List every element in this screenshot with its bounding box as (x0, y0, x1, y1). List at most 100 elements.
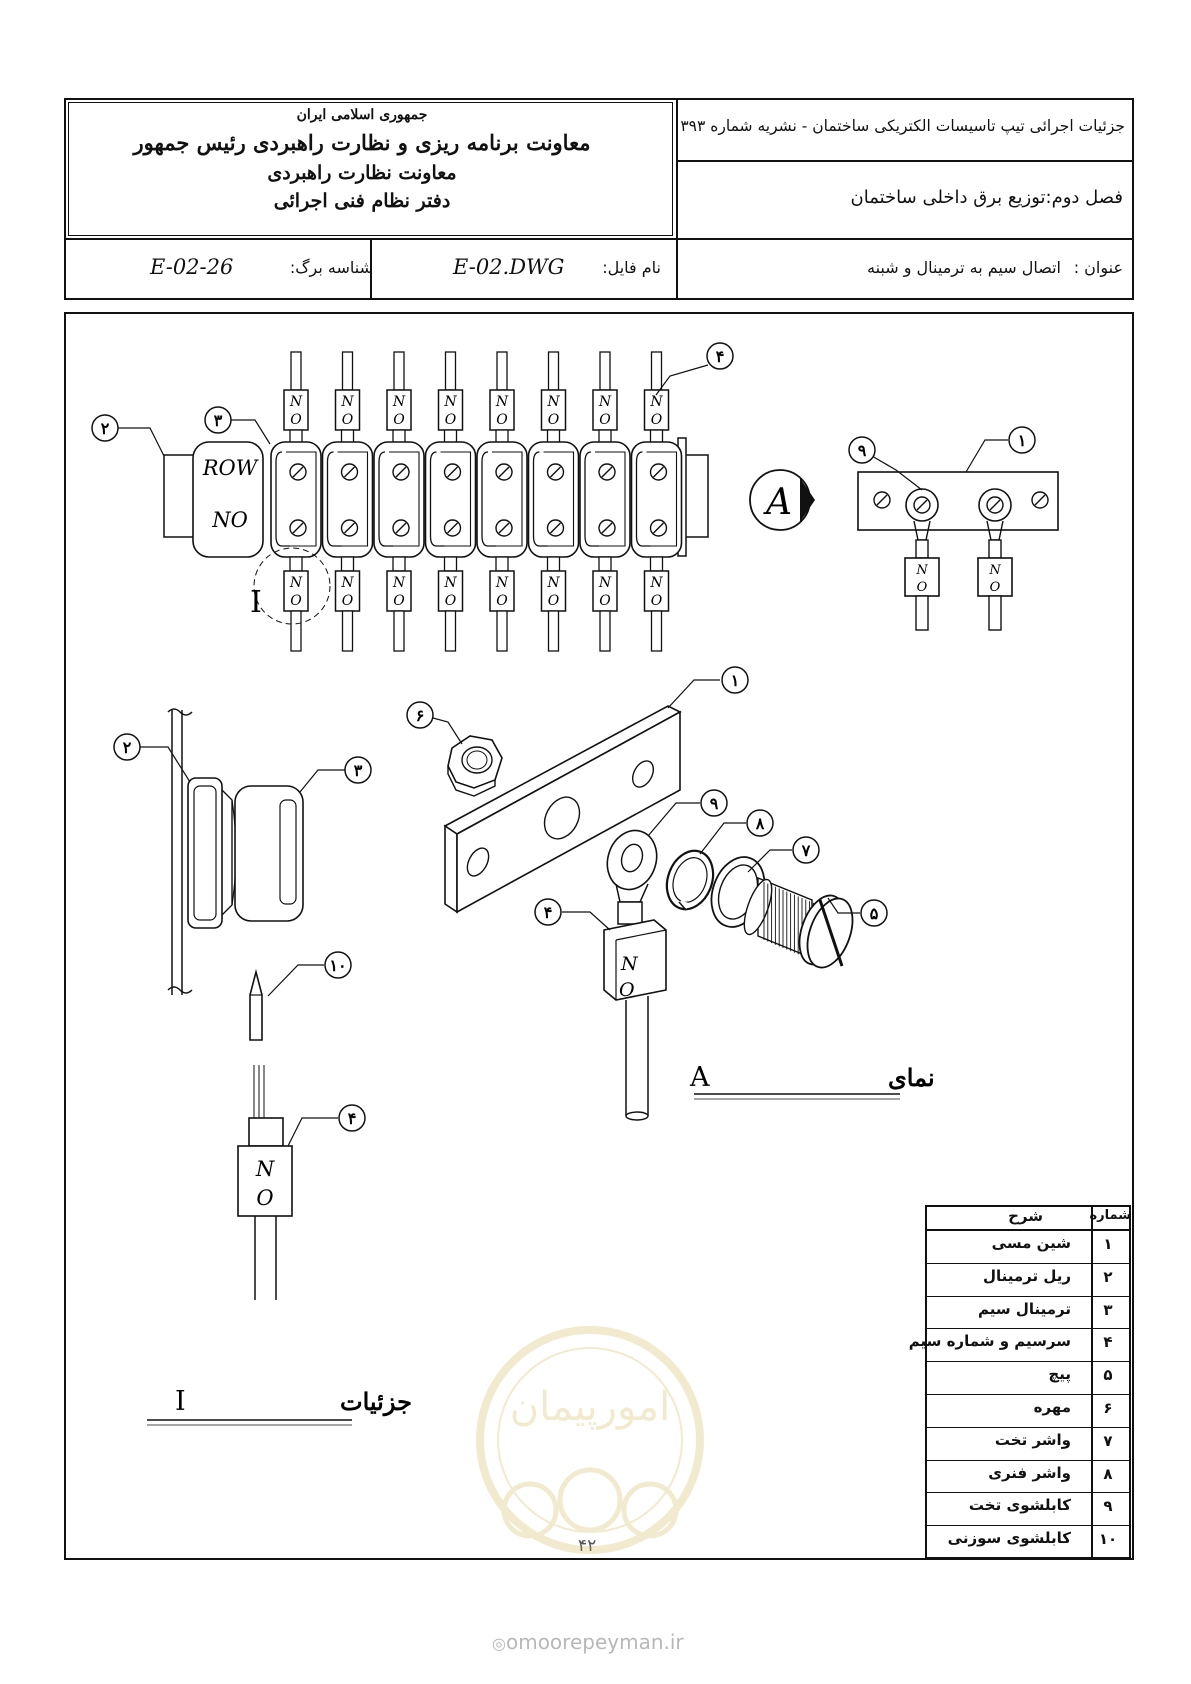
file-name: E-02.DWG (453, 255, 565, 279)
callout-bubble: ۸ (699, 809, 774, 855)
callout-bubble: ۱ (667, 666, 749, 709)
callout-circle (860, 899, 888, 927)
callout-bubble: ۴ (287, 1104, 366, 1147)
legend-row-desc: کابلشوی تخت (968, 1496, 1071, 1515)
title-label: عنوان : (1073, 258, 1123, 277)
wire-tag-o: O (445, 593, 457, 609)
slotted-screw (743, 876, 854, 969)
wire-tag-o: O (651, 412, 663, 428)
legend-row-desc: ترمینال سیم (977, 1299, 1071, 1318)
svg-text:N: N (620, 953, 639, 975)
legend-vdivider (1091, 1205, 1093, 1559)
callout-circle (113, 733, 141, 761)
callout-bubble: ۱ (965, 426, 1036, 473)
svg-text:N: N (915, 563, 928, 578)
callout-leader (299, 769, 345, 793)
callout-circle (324, 951, 352, 979)
legend-row-desc: شین مسی (991, 1234, 1071, 1252)
callout-leader (747, 849, 792, 873)
wire-tag-n: N (392, 575, 406, 591)
legend-row-num: ۸ (1103, 1464, 1113, 1483)
callout-circle (534, 898, 562, 926)
view-a-arrow: A (749, 469, 815, 531)
callout-number: ۱ (1018, 431, 1027, 450)
callout-bubble: ۹ (848, 436, 923, 491)
callout-number: ۴ (716, 347, 725, 366)
wire-tag-o: O (496, 412, 508, 428)
wire-tag-n: N (546, 394, 560, 410)
callout-number: ۲ (101, 419, 110, 438)
callout-leader (655, 364, 709, 396)
wire-tag-n: N (289, 575, 303, 591)
callout-bubble: ۳ (204, 406, 271, 445)
file-label: نام فایل: (602, 258, 661, 277)
legend-header-num: شماره (1089, 1208, 1131, 1223)
callout-leader (267, 964, 324, 997)
callout-circle (700, 789, 728, 817)
callout-number: ۱ (731, 671, 740, 690)
callout-circle (1008, 426, 1036, 454)
callout-number: ۴ (348, 1109, 357, 1128)
callout-bubble: ۲ (113, 733, 191, 783)
wire-tag-n: N (392, 394, 406, 410)
callout-bubble: ۷ (747, 836, 820, 873)
callout-bubble: ۱۰ (267, 951, 352, 997)
callout-leader (118, 427, 165, 457)
callout-leader (287, 1117, 338, 1147)
header-hdivider-1 (676, 160, 1134, 162)
needle-lug (249, 968, 263, 1041)
legend-row-desc: سرسیم و شماره سیم (908, 1332, 1071, 1351)
wire-tag-o: O (342, 412, 354, 428)
rail-end-left (163, 454, 197, 538)
publication-title: جزئیات اجرائی تیپ تاسیسات الکتریکی ساختم… (680, 117, 1125, 135)
callout-bubble: ۴ (534, 898, 611, 931)
wire-tag-n: N (495, 394, 509, 410)
callout-bubble: ۴ (655, 342, 734, 396)
detail-i-circle (253, 547, 331, 625)
svg-text:N: N (988, 563, 1001, 578)
wire-tag-n: N (443, 575, 457, 591)
callout-number: ۷ (801, 841, 811, 860)
busbar-top-view: N O N O (857, 471, 1059, 631)
callout-leader (140, 746, 191, 783)
org-line-4: دفتر نظام فنی اجرائی (273, 190, 451, 212)
legend-row: ترمینال سیم ۳ (925, 1297, 1131, 1330)
wire-tag-n: N (340, 394, 354, 410)
legend-row-desc: واشر تخت (994, 1430, 1071, 1449)
header-vdivider-2 (370, 238, 372, 300)
svg-text:N: N (255, 1157, 275, 1181)
legend-row-num: ۷ (1103, 1431, 1113, 1450)
wire-tag-o: O (548, 593, 560, 609)
org-inner-frame (68, 102, 673, 236)
wire-tag-o: O (393, 412, 405, 428)
callout-leader (562, 911, 611, 931)
org-line-2: معاونت برنامه ریزی و نظارت راهبردی رئیس … (133, 130, 591, 155)
wire-tag-o: O (599, 412, 611, 428)
detail-i-caption-letter: I (175, 1386, 186, 1417)
legend-row-num: ۳ (1103, 1300, 1113, 1319)
wire-tag-o: O (496, 593, 508, 609)
callout-circle (706, 342, 734, 370)
legend-row-num: ۱۰ (1098, 1530, 1118, 1549)
callout-circle (406, 701, 434, 729)
watermark-url-text: omoorepeyman.ir (505, 1630, 684, 1654)
watermark-logo-icon: ◎ (492, 1634, 506, 1653)
callout-circle (792, 836, 820, 864)
callout-leader (699, 822, 746, 855)
page-number: ۴۲ (578, 1536, 597, 1556)
watermark-logo-text: امورپیمان (510, 1384, 670, 1430)
watermark-url: ◎omoorepeyman.ir (492, 1630, 684, 1654)
wire-tag-n: N (649, 575, 663, 591)
svg-text:O: O (990, 580, 1001, 595)
